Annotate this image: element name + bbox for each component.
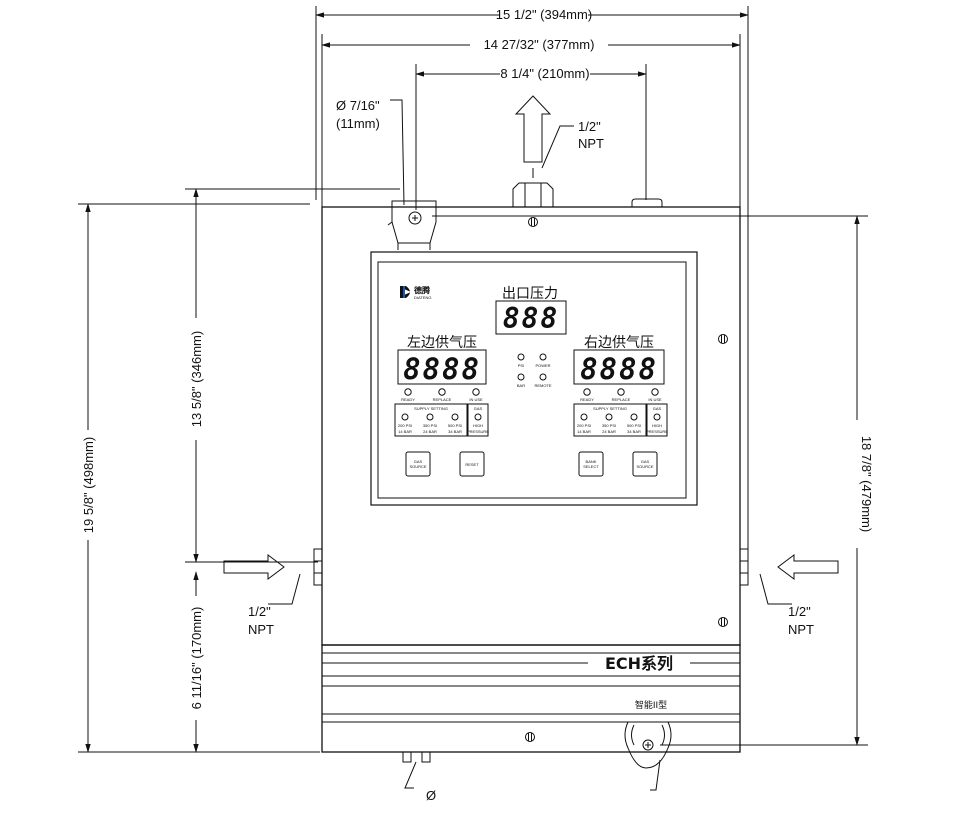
gas-source-left-button-line2: SOURCE xyxy=(409,464,426,469)
port-top-type: NPT xyxy=(578,136,604,151)
gas-source-right-button[interactable]: GAS xyxy=(641,459,650,464)
dim-height-lower: 6 11/16" (170mm) xyxy=(189,607,204,710)
gas-source-right-button-line2: SOURCE xyxy=(636,464,653,469)
outlet-pressure-display: 888 xyxy=(503,302,560,335)
right-status-ready: READY xyxy=(580,397,594,402)
right-status-replace: REPLACE xyxy=(612,397,631,402)
left-gas-bottom: PRESSURE xyxy=(467,429,489,434)
left-status-in-use: IN USE xyxy=(469,397,483,402)
right-opt3-bar: 34 BAR xyxy=(627,429,641,434)
screw-icon xyxy=(718,617,728,627)
led-power-label: POWER xyxy=(535,363,550,368)
left-gas-mid: HIGH xyxy=(473,423,483,428)
bank-select-button[interactable]: BANK xyxy=(586,459,597,464)
dim-hole-mm: (11mm) xyxy=(336,116,380,131)
right-supply-display: 8888 xyxy=(580,352,658,386)
left-opt1-psi: 200 PSI xyxy=(398,423,412,428)
left-opt1-bar: 14 BAR xyxy=(398,429,412,434)
brand-name-en: DIATENG xyxy=(414,295,431,300)
right-supply-header: SUPPLY SETTING xyxy=(593,406,627,411)
gas-source-left-button[interactable]: GAS xyxy=(414,459,423,464)
left-opt3-bar: 34 BAR xyxy=(448,429,462,434)
left-status-replace: REPLACE xyxy=(433,397,452,402)
brand-logo-icon xyxy=(400,286,411,298)
right-gas-top: GAS xyxy=(653,406,662,411)
dim-height-upper: 13 5/8" (346mm) xyxy=(189,331,204,427)
dim-height-right: 18 7/8" (479mm) xyxy=(859,436,874,532)
port-top-size: 1/2" xyxy=(578,119,601,134)
right-gas-bottom: PRESSURE xyxy=(646,429,668,434)
port-left-type: NPT xyxy=(248,622,274,637)
brand-name: 德腾 xyxy=(414,285,431,295)
right-gas-mid: HIGH xyxy=(652,423,662,428)
right-opt2-psi: 350 PSI xyxy=(602,423,616,428)
dim-bottom-dia: Ø xyxy=(426,788,436,803)
led-bar-label: BAR xyxy=(517,383,525,388)
right-opt3-psi: 500 PSI xyxy=(627,423,641,428)
port-right-type: NPT xyxy=(788,622,814,637)
led-remote-label: REMOTE xyxy=(534,383,551,388)
left-supply-display: 8888 xyxy=(403,352,481,386)
screw-icon xyxy=(525,732,535,742)
left-gas-top: GAS xyxy=(474,406,483,411)
screw-icon xyxy=(718,334,728,344)
outlet-pressure-title: 出口压力 xyxy=(502,286,558,302)
right-status-in-use: IN USE xyxy=(648,397,662,402)
right-opt1-psi: 200 PSI xyxy=(577,423,591,428)
left-opt3-psi: 500 PSI xyxy=(448,423,462,428)
left-opt2-psi: 350 PSI xyxy=(423,423,437,428)
model-label: 智能II型 xyxy=(635,699,667,711)
left-supply-header: SUPPLY SETTING xyxy=(414,406,448,411)
right-supply-title: 右边供气压 xyxy=(584,335,654,351)
dim-width-inlet: 8 1/4" (210mm) xyxy=(500,66,589,81)
bank-select-button-line2: SELECT xyxy=(583,464,599,469)
left-opt2-bar: 24 BAR xyxy=(423,429,437,434)
port-left-size: 1/2" xyxy=(248,604,271,619)
reset-button[interactable]: RESET xyxy=(465,462,479,467)
dim-width-total: 15 1/2" (394mm) xyxy=(496,7,592,22)
right-opt2-bar: 24 BAR xyxy=(602,429,616,434)
left-supply-title: 左边供气压 xyxy=(407,335,477,351)
right-opt1-bar: 14 BAR xyxy=(577,429,591,434)
port-right-size: 1/2" xyxy=(788,604,811,619)
series-label: ECH系列 xyxy=(605,654,673,673)
dim-width-mount: 14 27/32" (377mm) xyxy=(484,37,595,52)
dim-hole-dia: Ø 7/16" xyxy=(336,98,380,113)
dim-height-total: 19 5/8" (498mm) xyxy=(81,437,96,533)
left-status-ready: READY xyxy=(401,397,415,402)
screw-icon xyxy=(528,217,538,227)
led-psi-label: PSI xyxy=(518,363,524,368)
